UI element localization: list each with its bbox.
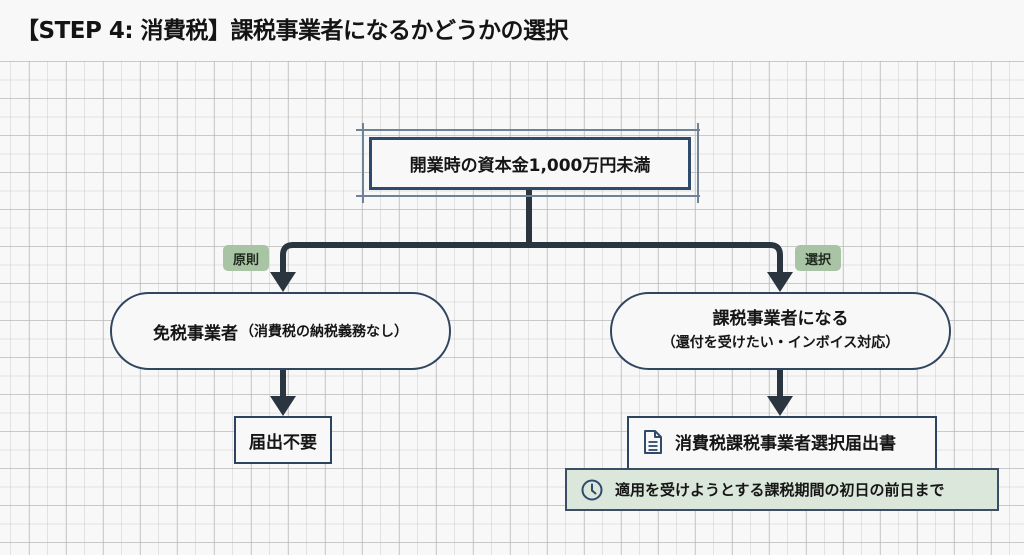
deadline-node: 適用を受けようとする課税期間の初日の前日まで bbox=[565, 468, 999, 511]
start-guide-right bbox=[697, 123, 699, 203]
badge-principle: 原則 bbox=[223, 245, 269, 271]
document-icon bbox=[643, 429, 663, 455]
no-filing-required-label: 届出不要 bbox=[249, 432, 317, 453]
no-filing-required-node: 届出不要 bbox=[234, 416, 332, 464]
exempt-business-label: 免税事業者 bbox=[153, 323, 238, 344]
page-title: 【STEP 4: 消費税】課税事業者になるかどうかの選択 bbox=[16, 18, 569, 44]
start-node-label: 開業時の資本金1,000万円未満 bbox=[409, 156, 651, 176]
start-guide-left bbox=[362, 123, 364, 203]
start-guide-top bbox=[356, 129, 700, 131]
badge-choice: 選択 bbox=[795, 245, 841, 271]
election-form-node: 消費税課税事業者選択届出書 bbox=[627, 416, 937, 471]
header-bar: 【STEP 4: 消費税】課税事業者になるかどうかの選択 bbox=[0, 0, 1024, 60]
exempt-business-note: （消費税の納税義務なし） bbox=[240, 324, 408, 340]
start-node: 開業時の資本金1,000万円未満 bbox=[369, 137, 691, 190]
exempt-business-node: 免税事業者 （消費税の納税義務なし） bbox=[110, 292, 451, 370]
deadline-label: 適用を受けようとする課税期間の初日の前日まで bbox=[615, 481, 945, 499]
taxable-business-note: （還付を受けたい・インボイス対応） bbox=[661, 335, 900, 351]
taxable-business-label: 課税事業者になる bbox=[712, 309, 849, 329]
start-guide-bottom bbox=[356, 195, 700, 197]
clock-icon bbox=[581, 479, 603, 501]
taxable-business-node: 課税事業者になる （還付を受けたい・インボイス対応） bbox=[610, 292, 951, 370]
election-form-label: 消費税課税事業者選択届出書 bbox=[675, 434, 896, 454]
